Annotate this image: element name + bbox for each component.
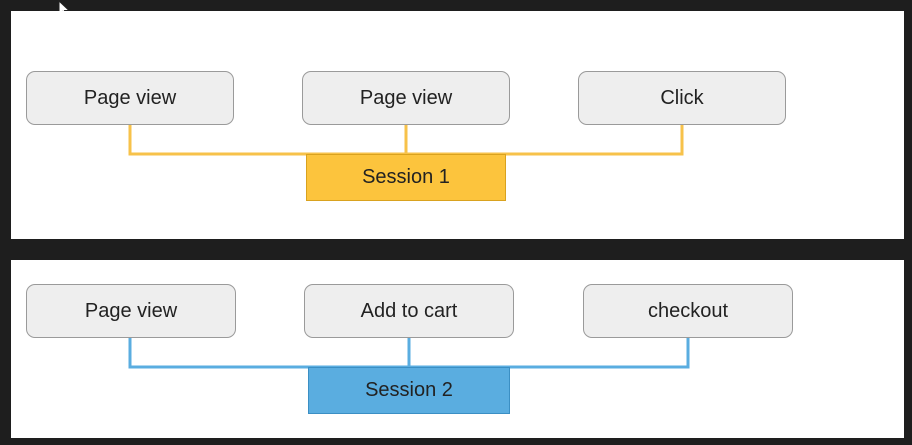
session-1-box: Session 1 <box>306 154 506 201</box>
event-page-view: Page view <box>26 284 236 338</box>
event-checkout: checkout <box>583 284 793 338</box>
event-click: Click <box>578 71 786 125</box>
session-2-box: Session 2 <box>308 367 510 414</box>
session-2-panel: Page view Add to cart checkout Session 2 <box>11 260 904 438</box>
event-add-to-cart: Add to cart <box>304 284 514 338</box>
session-1-panel: Page view Page view Click Session 1 <box>11 11 904 239</box>
event-page-view: Page view <box>302 71 510 125</box>
session-1-connector-lines <box>128 125 684 156</box>
event-page-view: Page view <box>26 71 234 125</box>
